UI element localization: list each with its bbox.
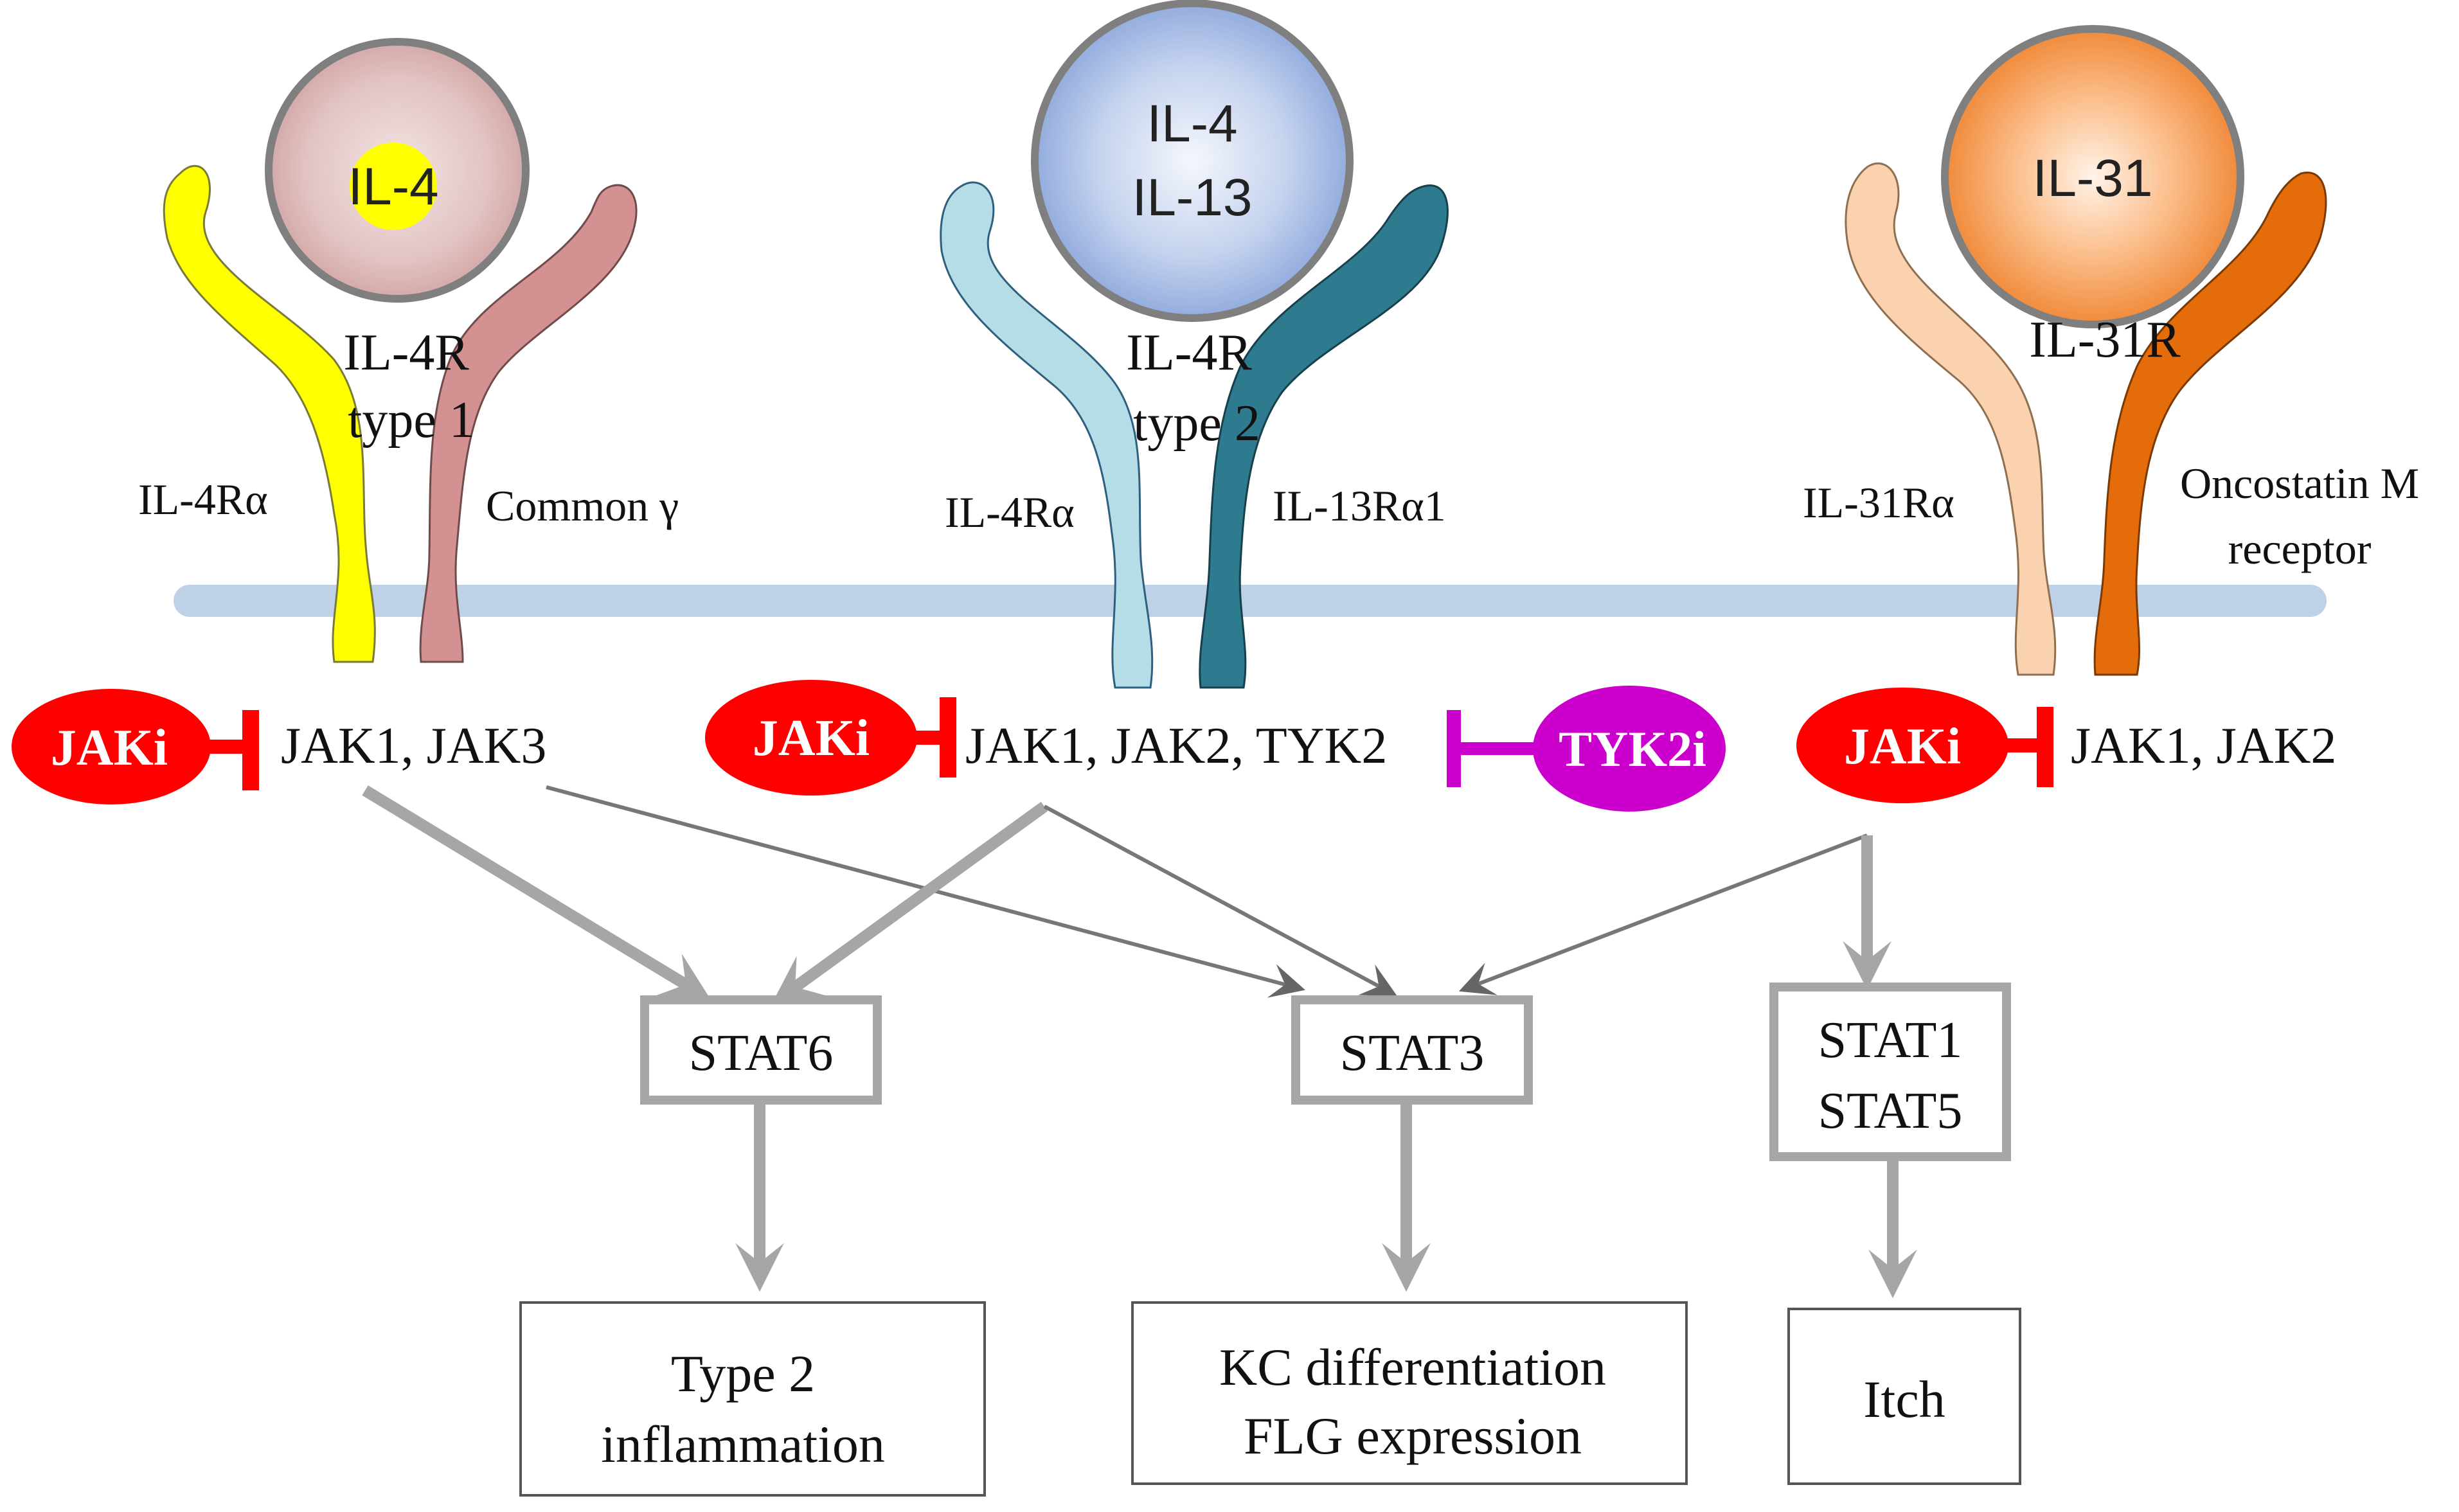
il31r-name: IL-31R xyxy=(2029,312,2181,368)
common-gamma-label: Common γ xyxy=(486,481,679,530)
cell-membrane xyxy=(174,585,2327,617)
arrow-type1-to-stat6 xyxy=(362,785,711,1000)
jaki-inhibitor-3: JAKi xyxy=(1796,688,2053,803)
il31ra-chain xyxy=(1845,162,2057,676)
common-gamma-chain xyxy=(419,184,638,663)
stat6-box-border xyxy=(640,995,882,1105)
jaki-3-ellipse xyxy=(1796,688,2008,803)
jaki-inhibitor-1: JAKi xyxy=(12,689,259,805)
il13ra1-chain xyxy=(1199,184,1449,689)
outcome-type2-line2: inflammation xyxy=(601,1415,885,1473)
il4-il13-cytokine xyxy=(1031,0,1354,322)
il4r-type1-name-line1: IL-4R xyxy=(343,325,469,381)
outcome-kc-line1: KC differentiation xyxy=(1219,1338,1606,1396)
arrow-il31r-to-stat3 xyxy=(1458,833,1868,995)
arrow-type2-to-stat6 xyxy=(771,801,1048,1004)
arrow-type2-to-stat3 xyxy=(1043,805,1398,997)
il4r-type1-name-line2: type 1 xyxy=(348,392,475,449)
kinases-il31r: JAK1, JAK2 xyxy=(2071,718,2336,774)
signaling-arrows xyxy=(362,785,1917,1299)
jaki-2-ellipse xyxy=(705,680,917,796)
il4-label: IL-4 xyxy=(348,157,438,216)
jaki-1-ellipse xyxy=(12,689,211,805)
outcome-kc-line2: FLG expression xyxy=(1244,1407,1582,1465)
il4ra-chain-type2 xyxy=(940,181,1154,689)
osmr-label-line2: receptor xyxy=(2228,524,2372,573)
stat1-label: STAT1 xyxy=(1818,1012,1963,1069)
il4-highlight xyxy=(350,143,437,230)
stat15-box-border xyxy=(1769,983,2011,1161)
stat6-label: STAT6 xyxy=(689,1025,834,1081)
osmr-chain xyxy=(2093,172,2327,676)
il4ra-chain-type1 xyxy=(163,165,376,663)
il31-cytokine xyxy=(1941,25,2244,328)
kinases-type1: JAK1, JAK3 xyxy=(281,718,546,774)
receptor-type2: IL-4 IL-13 IL-4R type 2 IL-4Rα IL-13Rα1 xyxy=(940,0,1449,689)
stat1-stat5-box: STAT1 STAT5 xyxy=(1769,983,2011,1161)
il31-label: IL-31 xyxy=(2033,149,2153,208)
jaki-inhibitor-2: JAKi xyxy=(705,680,956,796)
il4ra-label-type2: IL-4Rα xyxy=(945,488,1075,537)
outcome-kc-border xyxy=(1131,1301,1688,1485)
outcome-itch: Itch xyxy=(1787,1308,2021,1485)
tyk2i-label: TYK2i xyxy=(1559,721,1706,777)
il4r-type2-name-line1: IL-4R xyxy=(1126,325,1252,381)
outcome-type2-border xyxy=(519,1301,986,1497)
stat3-box-border xyxy=(1291,995,1533,1105)
outcome-type2-inflammation: Type 2 inflammation xyxy=(519,1301,986,1497)
jaki-3-label: JAKi xyxy=(1844,718,1961,775)
il4-il13-label-line2: IL-13 xyxy=(1132,168,1253,227)
arrow-type1-to-stat3 xyxy=(546,785,1305,998)
kinases-type2: JAK1, JAK2, TYK2 xyxy=(965,718,1387,774)
tyk2i-ellipse xyxy=(1533,686,1726,812)
jaki-1-label: JAKi xyxy=(51,720,168,776)
stat6-box: STAT6 xyxy=(640,995,882,1105)
stat3-box: STAT3 xyxy=(1291,995,1533,1105)
stat5-label: STAT5 xyxy=(1818,1083,1963,1139)
osmr-label-line1: Oncostatin M xyxy=(2180,459,2419,508)
receptor-il31r: IL-31 IL-31R IL-31Rα Oncostatin M recept… xyxy=(1803,25,2419,676)
outcome-itch-label: Itch xyxy=(1863,1370,1945,1428)
il4-il13-label-line1: IL-4 xyxy=(1147,94,1237,153)
jaki-2-label: JAKi xyxy=(753,710,870,767)
il4ra-label-type1: IL-4Rα xyxy=(138,475,268,524)
outcome-type2-line1: Type 2 xyxy=(671,1344,815,1403)
outcome-itch-border xyxy=(1787,1308,2021,1485)
tyk2i-inhibitor: TYK2i xyxy=(1447,686,1726,812)
outcome-kc-differentiation: KC differentiation FLG expression xyxy=(1131,1301,1688,1485)
il31ra-label: IL-31Rα xyxy=(1803,478,1954,527)
stat3-label: STAT3 xyxy=(1340,1025,1485,1081)
il13ra1-label: IL-13Rα1 xyxy=(1273,481,1446,530)
receptor-type1: IL-4 IL-4R type 1 IL-4Rα Common γ xyxy=(138,38,679,663)
il4r-type2-name-line2: type 2 xyxy=(1133,395,1260,452)
